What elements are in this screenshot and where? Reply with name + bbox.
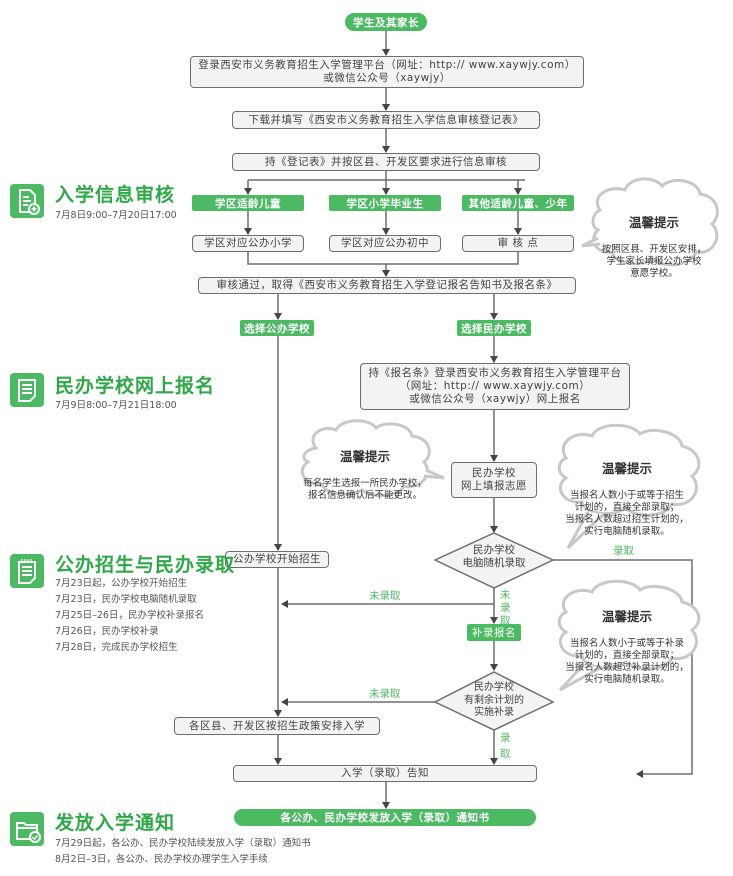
section-title-notice: 发放入学通知 bbox=[55, 812, 176, 834]
decision-lottery-shape bbox=[433, 532, 555, 589]
edge-lottery-admitted bbox=[553, 559, 693, 778]
folder-check-icon bbox=[10, 812, 44, 846]
step-private-login: 持《报名条》登录西安市义务教育招生入学管理平台 （网址：http:// www.… bbox=[360, 363, 630, 410]
tip-1-text: 按照区县、开发区安排， 学生家长填报公办学校 意愿学校。 bbox=[601, 244, 707, 279]
target-public-middle: 学区对应公办初中 bbox=[329, 235, 441, 252]
tip-2: 温馨提示 每名学生选报一所民办学校， 报名信息确认后不能更改。 bbox=[300, 436, 430, 502]
tip-cloud-2-tail bbox=[423, 468, 445, 480]
tip-4-title: 温馨提示 bbox=[601, 609, 652, 624]
label-lottery-admitted: 录取 bbox=[613, 545, 634, 557]
label-supplement-admitted: 录 取 bbox=[500, 732, 511, 760]
decision-supplement-shape bbox=[433, 671, 555, 731]
notepad-icon bbox=[10, 554, 44, 588]
edge-targets-merge bbox=[247, 252, 519, 265]
category-other-children: 其他适龄儿童、少年 bbox=[462, 195, 574, 211]
choice-public-school: 选择公办学校 bbox=[240, 320, 314, 336]
step-private-fill: 民办学校 网上填报志愿 bbox=[451, 462, 537, 498]
supplement-signup: 补录报名 bbox=[467, 624, 521, 641]
tip-3: 温馨提示 当报名人数小于或等于招生 计划的，直接全部录取； 当报名人数超过招生计… bbox=[560, 448, 694, 538]
tip-2-title: 温馨提示 bbox=[339, 449, 390, 464]
tip-4-text: 当报名人数小于或等于补录 计划的，直接全部录取； 当报名人数超过补录计划的， 实… bbox=[565, 638, 689, 685]
tip-cloud-4 bbox=[557, 579, 701, 671]
step-admission-notice: 入学（录取）告知 bbox=[233, 765, 537, 782]
section-dates-admission: 7月23日起，公办学校开始招生 7月23日，民办学校电脑随机录取 7月25日–2… bbox=[55, 578, 204, 653]
document-add-icon bbox=[10, 184, 44, 218]
section-title-admission: 公办招生与民办录取 bbox=[55, 554, 236, 576]
section-title-info-review: 入学信息审核 bbox=[55, 184, 176, 206]
label-lottery-not-admitted: 未录取 bbox=[369, 590, 401, 602]
tip-cloud-1-tail bbox=[581, 236, 601, 248]
step-review-passed: 审核通过，取得《西安市义务教育招生入学登记报名告知书及报名条》 bbox=[198, 277, 576, 294]
label-supplement-not-admitted: 未录取 bbox=[369, 688, 401, 700]
section-dates-notice: 7月29日起，各公办、民办学校陆续发放入学（录取）通知书 8月2日–3日，各公办… bbox=[55, 838, 311, 865]
tip-3-title: 温馨提示 bbox=[601, 461, 652, 476]
section-dates-info-review: 7月8日9:00–7月20日17:00 bbox=[55, 210, 177, 221]
tip-cloud-4-tail bbox=[558, 662, 601, 692]
tip-cloud-shapes bbox=[300, 177, 719, 692]
step-public-start: 公办学校开始招生 bbox=[225, 551, 329, 568]
tip-1-title: 温馨提示 bbox=[628, 215, 679, 230]
step-login-platform: 登录西安市义务教育招生入学管理平台（网址：http:// www.xaywjy.… bbox=[190, 56, 584, 88]
label-lottery-not-admitted-vertical: 未 录 取 bbox=[500, 589, 511, 627]
tip-2-text: 每名学生选报一所民办学校， 报名信息确认后不能更改。 bbox=[303, 478, 427, 501]
tip-cloud-3 bbox=[557, 423, 701, 517]
section-title-private-online: 民办学校网上报名 bbox=[55, 375, 216, 397]
decision-lottery: 民办学校 电脑随机录取 bbox=[462, 544, 526, 569]
target-review-point: 审 核 点 bbox=[462, 235, 574, 252]
step-district-arrange: 各区县、开发区按招生政策安排入学 bbox=[174, 717, 380, 735]
tip-cloud-3-tail bbox=[566, 511, 606, 550]
tip-3-text: 当报名人数小于或等于招生 计划的，直接全部录取； 当报名人数超过招生计划的， 实… bbox=[565, 490, 689, 537]
step-submit-review: 持《登记表》并按区县、开发区要求进行信息审核 bbox=[232, 153, 540, 171]
start-node: 学生及其家长 bbox=[345, 13, 427, 31]
category-school-age-children: 学区适龄儿童 bbox=[192, 195, 304, 211]
choice-private-school: 选择民办学校 bbox=[457, 320, 531, 336]
target-public-primary: 学区对应公办小学 bbox=[192, 235, 304, 252]
decision-supplement: 民办学校 有剩余计划的 实施补录 bbox=[464, 682, 524, 718]
document-lines-icon bbox=[10, 373, 44, 407]
section-dates-private-online: 7月9日8:00–7月21日18:00 bbox=[55, 400, 177, 411]
step-download-form: 下载并填写《西安市义务教育招生入学信息审核登记表》 bbox=[232, 111, 540, 129]
tip-cloud-2 bbox=[300, 419, 431, 497]
tip-1: 温馨提示 按照区县、开发区安排， 学生家长填报公办学校 意愿学校。 bbox=[596, 202, 712, 280]
tip-4: 温馨提示 当报名人数小于或等于补录 计划的，直接全部录取； 当报名人数超过补录计… bbox=[560, 596, 694, 686]
category-primary-graduates: 学区小学毕业生 bbox=[329, 195, 441, 211]
final-notice: 各公办、民办学校发放入学（录取）通知书 bbox=[234, 809, 536, 826]
